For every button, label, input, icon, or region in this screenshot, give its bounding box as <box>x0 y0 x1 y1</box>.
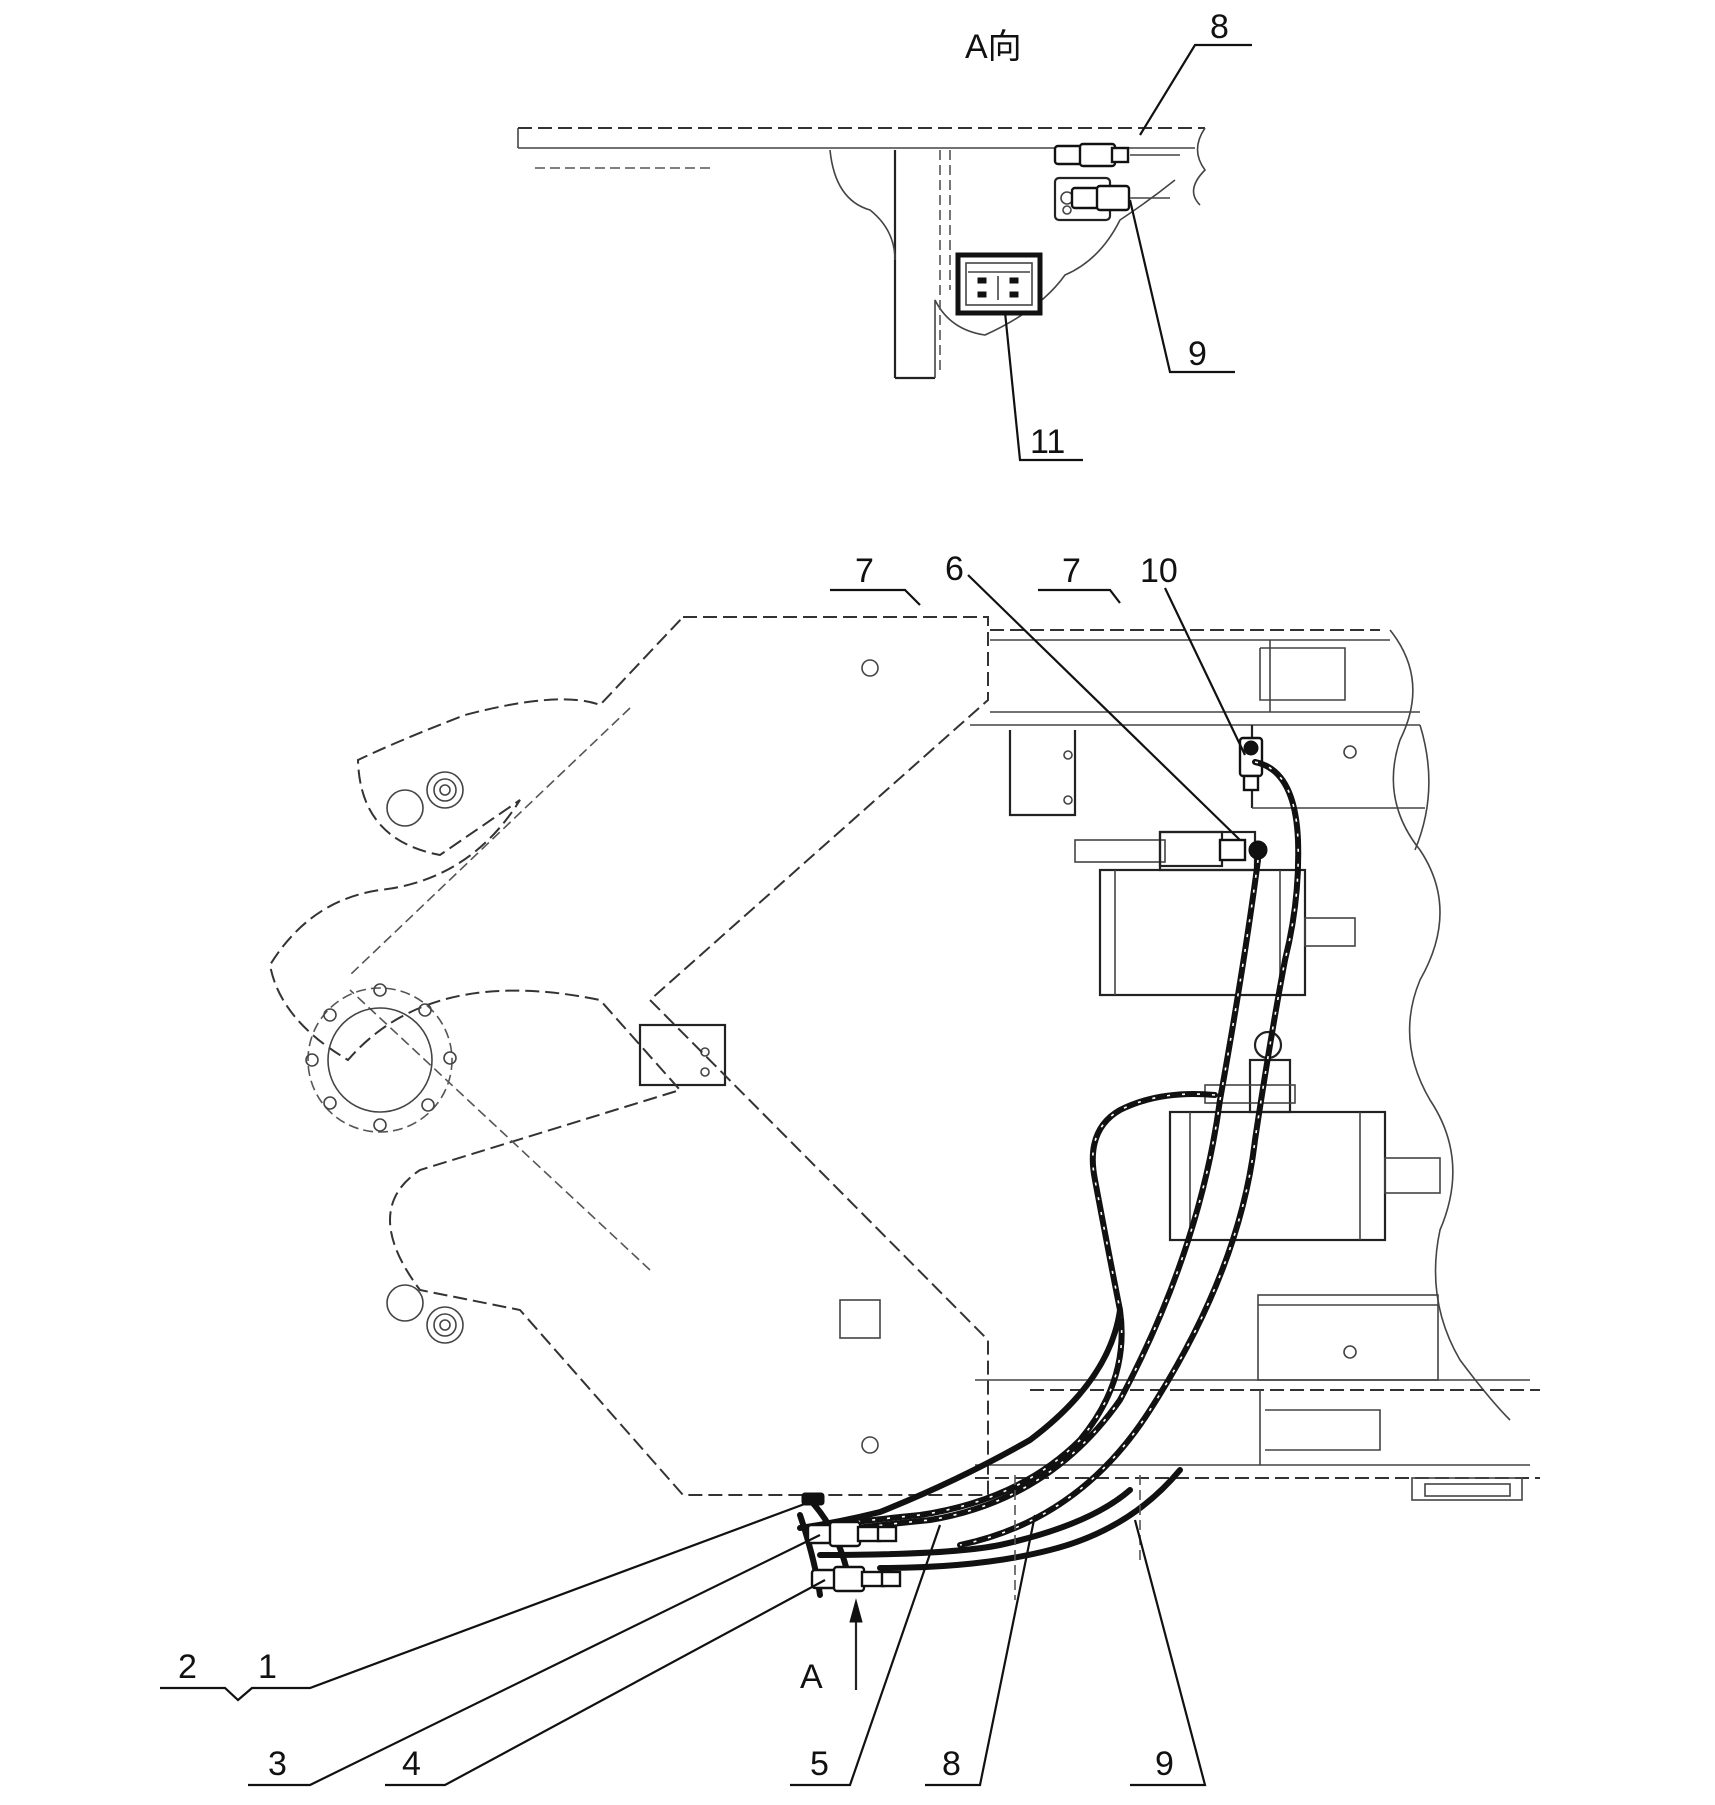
callout-8-top: 8 <box>1210 8 1229 46</box>
callout-9-main: 9 <box>1155 1745 1174 1783</box>
view-arrow-a: A <box>800 1598 863 1696</box>
leader-lines-main-top <box>830 574 1246 841</box>
leader-lines-main-bottom <box>160 1500 1207 1787</box>
hoses <box>797 759 1302 1598</box>
callout-9-top: 9 <box>1188 335 1207 373</box>
hose-fitting-lower <box>1053 176 1170 222</box>
callout-7-left: 7 <box>855 552 874 590</box>
callout-7-right: 7 <box>1062 552 1081 590</box>
sensor-10 <box>1238 736 1264 792</box>
main-view: A 7 6 7 10 2 1 3 4 5 8 9 <box>160 550 1540 1787</box>
connector-3 <box>806 1520 898 1548</box>
view-label-a: A向 <box>965 28 1022 66</box>
callout-3: 3 <box>268 1745 287 1783</box>
motor-upper <box>1074 830 1356 997</box>
callout-8-main: 8 <box>942 1745 961 1783</box>
view-arrow-label: A <box>800 1658 823 1696</box>
callout-6: 6 <box>945 550 964 588</box>
motor-lower <box>1168 1030 1441 1242</box>
sensor-6 <box>1158 830 1268 868</box>
centerlines <box>1014 1475 1141 1600</box>
clamp-arm <box>268 616 989 1496</box>
callout-1: 1 <box>258 1648 277 1686</box>
side-brackets <box>638 730 1077 1087</box>
callout-2: 2 <box>178 1648 197 1686</box>
junction-box <box>955 252 1043 316</box>
detail-view-a: A向 <box>517 8 1252 462</box>
callout-11-top: 11 <box>1030 423 1065 461</box>
hose-fitting-upper <box>1053 142 1180 168</box>
callout-5: 5 <box>810 1745 829 1783</box>
callout-4: 4 <box>402 1745 421 1783</box>
bracket-web <box>829 149 1176 380</box>
leader-lines-top <box>1003 43 1252 462</box>
callout-10: 10 <box>1140 552 1178 590</box>
